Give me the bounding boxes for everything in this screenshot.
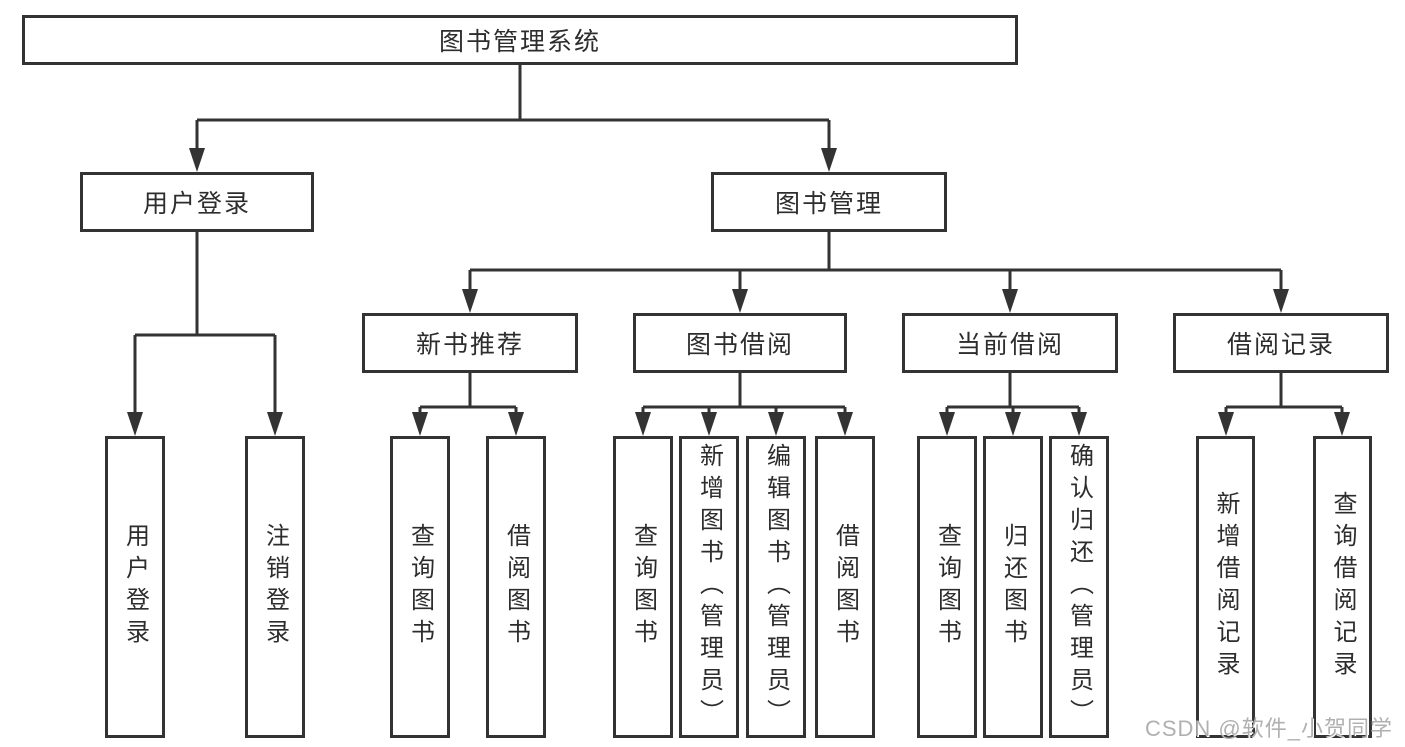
csdn-watermark: CSDN @软件_小贺同学: [1144, 716, 1393, 741]
leaf-query-books-recommend: 查询图书: [390, 436, 450, 738]
leaf-borrow-books-recommend: 借阅图书: [486, 436, 546, 738]
leaf-query-books-borrow: 查询图书: [613, 436, 673, 738]
leaf-add-book-admin: 新增图书（管理员）: [679, 436, 739, 738]
leaf-query-borrow-record: 查询借阅记录: [1313, 436, 1372, 738]
node-user-login: 用户登录: [80, 172, 314, 232]
node-book-borrowing: 图书借阅: [633, 313, 847, 373]
node-library-management-system: 图书管理系统: [22, 15, 1018, 65]
leaf-query-books-current: 查询图书: [917, 436, 977, 738]
leaf-edit-book-admin: 编辑图书（管理员）: [746, 436, 806, 738]
node-new-book-recommendation: 新书推荐: [362, 313, 578, 373]
leaf-borrow-books: 借阅图书: [815, 436, 875, 738]
node-current-borrowing: 当前借阅: [902, 313, 1118, 373]
leaf-add-borrow-record: 新增借阅记录: [1196, 436, 1255, 738]
leaf-return-book: 归还图书: [983, 436, 1043, 738]
leaf-confirm-return-admin: 确认归还（管理员）: [1049, 436, 1109, 738]
leaf-user-login: 用户登录: [105, 436, 165, 738]
node-borrowing-records: 借阅记录: [1173, 313, 1389, 373]
node-book-management: 图书管理: [711, 172, 947, 232]
leaf-logout: 注销登录: [245, 436, 305, 738]
